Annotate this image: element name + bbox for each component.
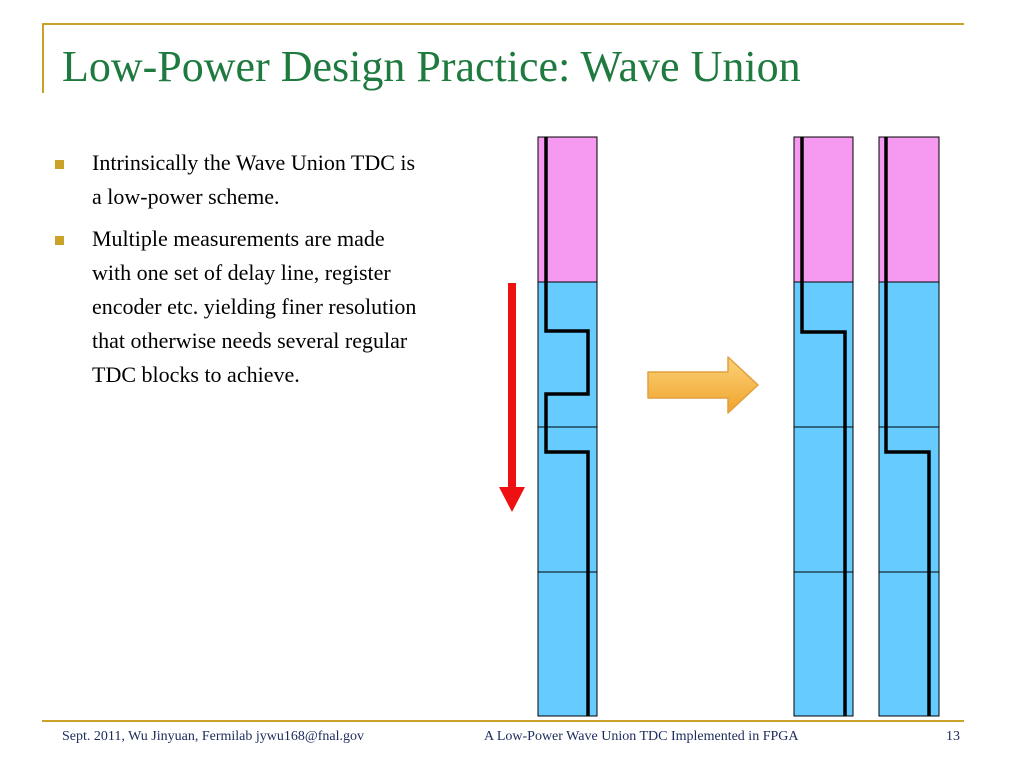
footer-presentation-title: A Low-Power Wave Union TDC Implemented i…	[484, 729, 799, 744]
delay-cell-pink	[537, 136, 598, 283]
delay-cell-blue	[878, 571, 940, 717]
delay-cell-blue	[793, 571, 854, 717]
red-down-arrow-icon	[499, 283, 525, 512]
orange-right-arrow-icon	[647, 356, 759, 414]
title-frame-left-rule	[42, 23, 44, 93]
slide-title: Low-Power Design Practice: Wave Union	[62, 42, 801, 91]
delay-cell-blue	[537, 426, 598, 573]
bullet-text: Multiple measurements are made with one …	[92, 226, 417, 387]
regular-tdc-delay-line-1	[793, 136, 854, 717]
title-frame-top-rule	[42, 23, 964, 25]
bullet-list: Intrinsically the Wave Union TDC is a lo…	[52, 146, 422, 400]
footer-rule	[42, 720, 964, 722]
bullet-item-multiple-measurements: Multiple measurements are made with one …	[52, 222, 422, 392]
delay-cell-blue	[878, 281, 940, 428]
delay-cell-blue	[537, 571, 598, 717]
delay-cell-blue	[793, 281, 854, 428]
wave-union-delay-line	[537, 136, 598, 717]
square-bullet-icon	[55, 236, 64, 245]
page-number: 13	[946, 729, 960, 744]
delay-cell-blue	[793, 426, 854, 573]
regular-tdc-delay-line-2	[878, 136, 940, 717]
delay-cell-pink	[878, 136, 940, 283]
footer-author: Sept. 2011, Wu Jinyuan, Fermilab jywu168…	[62, 729, 365, 744]
bullet-item-low-power: Intrinsically the Wave Union TDC is a lo…	[52, 146, 422, 214]
delay-cell-pink	[793, 136, 854, 283]
square-bullet-icon	[55, 160, 64, 169]
wave-union-signal-path	[544, 137, 590, 716]
signal-path	[884, 137, 931, 716]
signal-path	[800, 137, 847, 716]
delay-cell-blue	[537, 281, 598, 428]
delay-cell-blue	[878, 426, 940, 573]
bullet-text: Intrinsically the Wave Union TDC is a lo…	[92, 150, 416, 209]
